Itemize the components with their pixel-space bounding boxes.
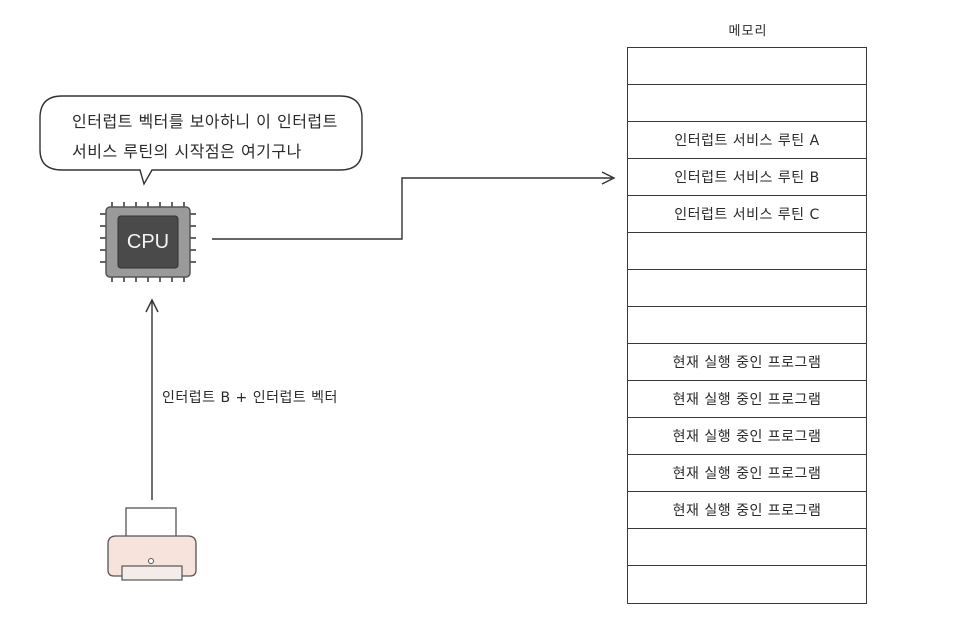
memory-row: 인터럽트 서비스 루틴 A bbox=[628, 122, 866, 159]
memory-row bbox=[628, 566, 866, 603]
speech-bubble-line-2: 서비스 루틴의 시작점은 여기구나 bbox=[72, 142, 302, 161]
memory-row bbox=[628, 85, 866, 122]
memory-arrowhead bbox=[601, 171, 616, 185]
memory-row bbox=[628, 529, 866, 566]
memory-row: 인터럽트 서비스 루틴 B bbox=[628, 159, 866, 196]
memory-row bbox=[628, 270, 866, 307]
memory-row: 현재 실행 중인 프로그램 bbox=[628, 344, 866, 381]
memory-row: 현재 실행 중인 프로그램 bbox=[628, 381, 866, 418]
memory-title: 메모리 bbox=[728, 24, 768, 39]
cpu-to-memory-connector bbox=[212, 177, 612, 240]
printer-icon bbox=[107, 507, 197, 581]
speech-bubble bbox=[39, 95, 363, 186]
memory-row: 현재 실행 중인 프로그램 bbox=[628, 418, 866, 455]
cpu-label: CPU bbox=[126, 230, 170, 253]
memory-row: 현재 실행 중인 프로그램 bbox=[628, 492, 866, 529]
cpu-chip-icon bbox=[100, 202, 196, 282]
speech-bubble-line-1: 인터럽트 벡터를 보아하니 이 인터럽트 bbox=[72, 112, 338, 131]
memory-row: 현재 실행 중인 프로그램 bbox=[628, 455, 866, 492]
interrupt-arrow-label: 인터럽트 B + 인터럽트 벡터 bbox=[162, 390, 338, 406]
memory-row: 인터럽트 서비스 루틴 C bbox=[628, 196, 866, 233]
memory-row bbox=[628, 233, 866, 270]
memory-row bbox=[628, 48, 866, 85]
interrupt-arrowhead bbox=[145, 298, 159, 313]
memory-row bbox=[628, 307, 866, 344]
